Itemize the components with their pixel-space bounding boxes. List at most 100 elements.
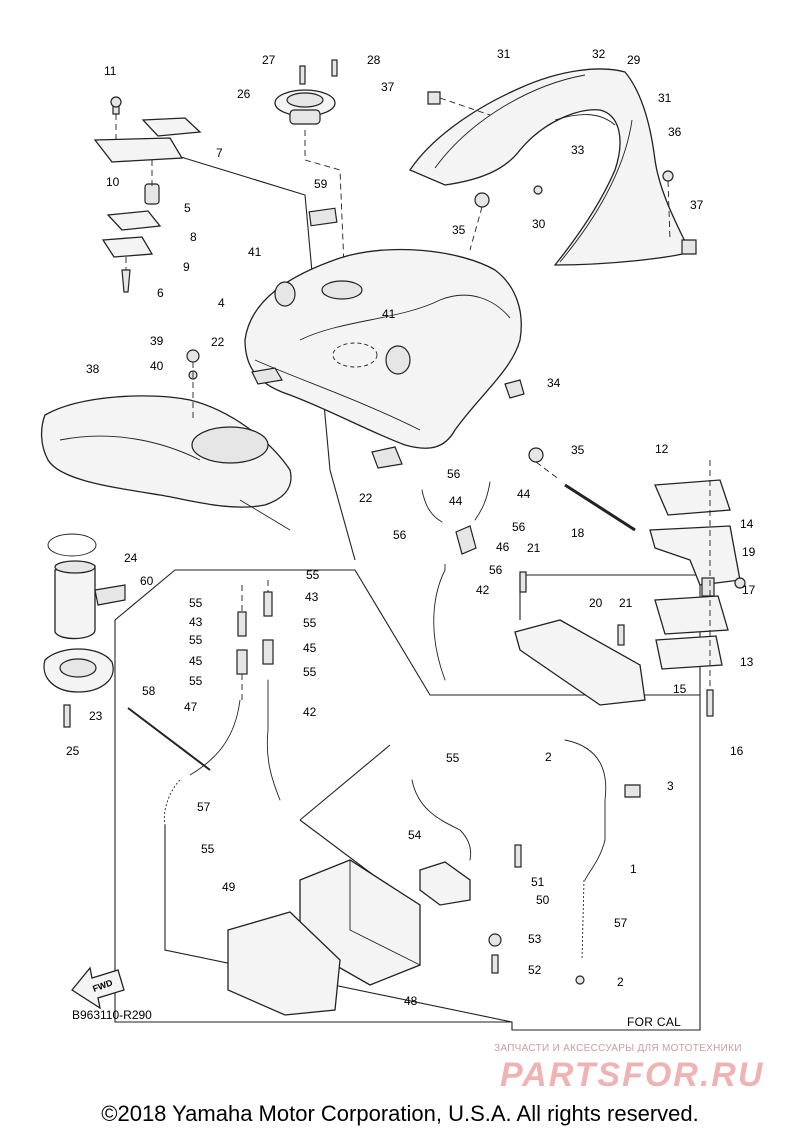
callout-37: 37: [381, 80, 395, 94]
callout-34: 34: [547, 376, 561, 390]
callout-7: 7: [216, 146, 223, 160]
callout-41: 41: [248, 245, 262, 259]
bolt-18: [564, 483, 636, 532]
callout-20: 20: [589, 596, 603, 610]
callout-2: 2: [545, 750, 552, 764]
callout-55: 55: [189, 596, 203, 610]
screw-36: [662, 170, 674, 182]
hose-43-left: [237, 611, 247, 637]
callout-32: 32: [592, 47, 606, 61]
callout-14: 14: [740, 517, 754, 531]
callout-55: 55: [446, 751, 460, 765]
callout-22: 22: [211, 335, 225, 349]
callout-6: 6: [157, 286, 164, 300]
callout-31: 31: [497, 47, 511, 61]
collar-17: [701, 577, 715, 597]
watermark-brand: PARTSFOR.RU: [500, 1056, 765, 1094]
hose-43-right: [263, 591, 273, 617]
callout-33: 33: [571, 143, 585, 157]
callout-35: 35: [452, 223, 466, 237]
callout-58: 58: [142, 684, 156, 698]
callout-56: 56: [489, 563, 503, 577]
pipe-47: [189, 699, 241, 776]
callout-40: 40: [150, 359, 164, 373]
damper-34: [504, 379, 525, 399]
damper-12: [654, 479, 731, 516]
joint-45-right: [262, 639, 274, 665]
bolt-51: [514, 844, 522, 868]
callout-51: 51: [531, 875, 545, 889]
callout-42: 42: [303, 705, 317, 719]
bolt-21-right: [617, 624, 625, 646]
callout-30: 30: [532, 217, 546, 231]
hose-group-center: [421, 481, 491, 681]
callout-36: 36: [668, 125, 682, 139]
callout-49: 49: [222, 880, 236, 894]
copyright-notice: ©2018 Yamaha Motor Corporation, U.S.A. A…: [101, 1101, 699, 1126]
bracket-5: [93, 137, 184, 163]
grommet-35-lower: [528, 447, 544, 463]
callout-21: 21: [527, 541, 541, 555]
screw-28: [331, 59, 338, 77]
callout-42: 42: [476, 583, 490, 597]
canister-group: [227, 779, 522, 1016]
joint-45-left: [236, 649, 248, 675]
callout-44: 44: [517, 487, 531, 501]
callout-26: 26: [237, 87, 251, 101]
callout-55: 55: [189, 633, 203, 647]
plate-9: [101, 236, 154, 258]
bolt-16: [706, 689, 714, 717]
spring-57-left: [163, 779, 181, 826]
callout-43: 43: [305, 590, 319, 604]
main-enclosure: [114, 569, 701, 1031]
molding-33: [554, 114, 616, 126]
plate-15: [655, 635, 723, 670]
bolt-6: [121, 269, 131, 293]
collar-10: [144, 183, 160, 205]
callout-5: 5: [184, 201, 191, 215]
cover-49: [227, 911, 341, 1016]
bracket-20: [514, 619, 646, 706]
label-59: [308, 207, 338, 227]
hose-42-center: [433, 569, 446, 681]
callout-16: 16: [730, 744, 744, 758]
callout-55: 55: [306, 568, 320, 582]
emblem-41: [385, 345, 411, 375]
hose-44-right: [474, 481, 491, 521]
bolt-52: [491, 954, 499, 974]
watermark-tagline: ЗАПЧАСТИ И АКСЕССУАРЫ ДЛЯ МОТОТЕХНИКИ: [494, 1043, 742, 1054]
callout-3: 3: [667, 779, 674, 793]
bolt-25: [63, 704, 71, 728]
callout-37: 37: [690, 198, 704, 212]
clamp-2-lower: [575, 975, 585, 985]
callout-21: 21: [619, 596, 633, 610]
callout-31: 31: [658, 91, 672, 105]
callout-38: 38: [86, 362, 100, 376]
callout-12: 12: [655, 442, 669, 456]
parts-diagram: FWD 117105896272826594144139224038222460…: [40, 47, 756, 1031]
callout-27: 27: [262, 53, 276, 67]
callout-24: 24: [124, 551, 138, 565]
callout-46: 46: [496, 540, 510, 554]
gasket-24: [47, 533, 97, 557]
callout-55: 55: [201, 842, 215, 856]
callout-29: 29: [627, 53, 641, 67]
callout-57: 57: [197, 800, 211, 814]
callout-48: 48: [404, 994, 418, 1008]
callout-10: 10: [106, 175, 120, 189]
callout-53: 53: [528, 932, 542, 946]
callout-22: 22: [359, 491, 373, 505]
callout-17: 17: [742, 583, 756, 597]
bracket-14: [649, 525, 741, 586]
collar-53: [488, 933, 502, 947]
screw-27: [299, 65, 306, 85]
callout-47: 47: [184, 700, 198, 714]
callout-54: 54: [408, 828, 422, 842]
fuel-tank-group: [244, 248, 522, 469]
callout-41: 41: [382, 307, 396, 321]
bolt-21-left: [519, 571, 527, 593]
callout-55: 55: [303, 665, 317, 679]
nut-19: [734, 577, 746, 589]
callout-50: 50: [536, 893, 550, 907]
